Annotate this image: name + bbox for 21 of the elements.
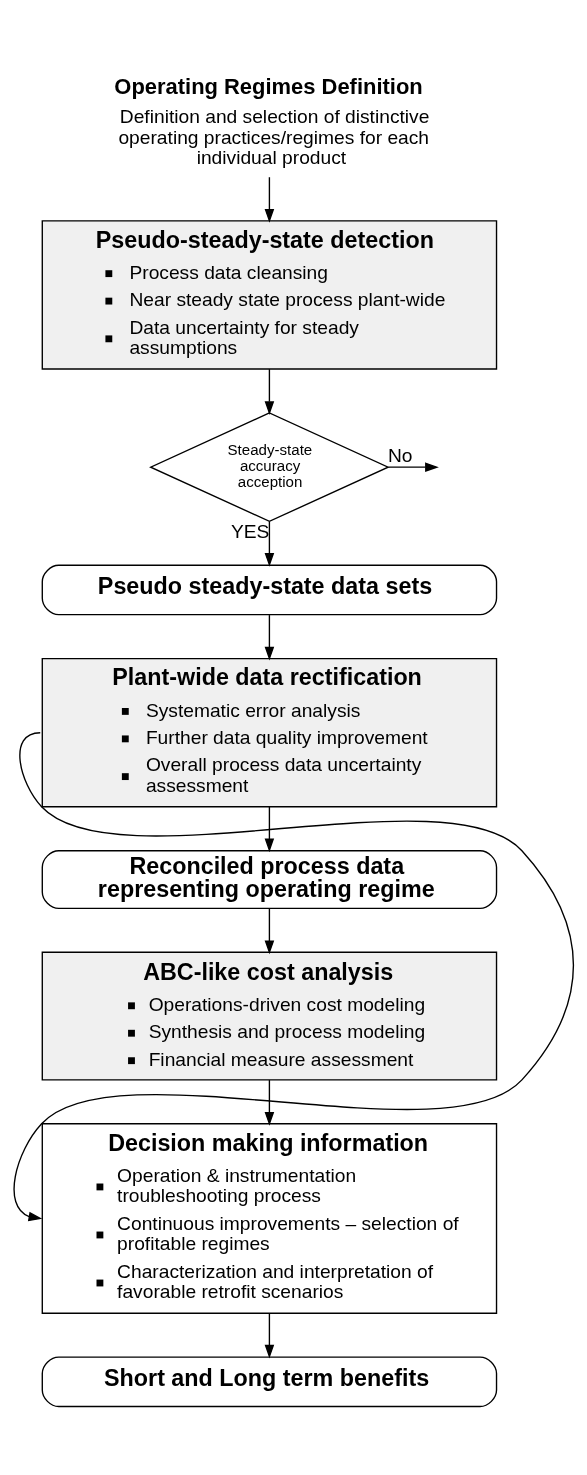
node-box: Pseudo-steady-state detection Process data cleansing Near steady state process plant-wide Data uncertainty for steady assumptions (41, 220, 498, 370)
arrow (264, 368, 275, 415)
arrow (264, 1079, 275, 1126)
node-box: Decision making information Operation & instrumentation troubleshooting process Continuous improvements – selection of profitable regimes Characterization and interpretation of favorable retrofit scenarios (41, 1123, 498, 1314)
node-text: Operating Regimes Definition Definition and selection of distinctive operating practices/regimes for each individual product (114, 73, 430, 169)
node-box: Reconciled process data representing operating regime (41, 850, 498, 910)
node-box: Plant-wide data rectification Systematic error analysis Further data quality improvement Overall process data uncertainty assessment (41, 657, 498, 808)
arrow (13, 732, 575, 1222)
node-box: ABC-like cost analysis Operations-driven cost modeling Synthesis and process modeling Financial measure assessment (41, 951, 498, 1081)
node-diamond: Steady-state accuracy acception (149, 412, 390, 523)
arrow (264, 520, 275, 567)
edge-label: YES (230, 520, 270, 542)
arrow (264, 806, 275, 853)
arrow (387, 462, 439, 472)
arrow (264, 1312, 275, 1359)
edge-label: No (388, 444, 413, 466)
node-box: Pseudo steady-state data sets (41, 564, 498, 616)
node-box: Short and Long term benefits (41, 1356, 498, 1408)
arrow (264, 907, 275, 955)
arrow (264, 614, 275, 661)
arrow (264, 176, 275, 223)
